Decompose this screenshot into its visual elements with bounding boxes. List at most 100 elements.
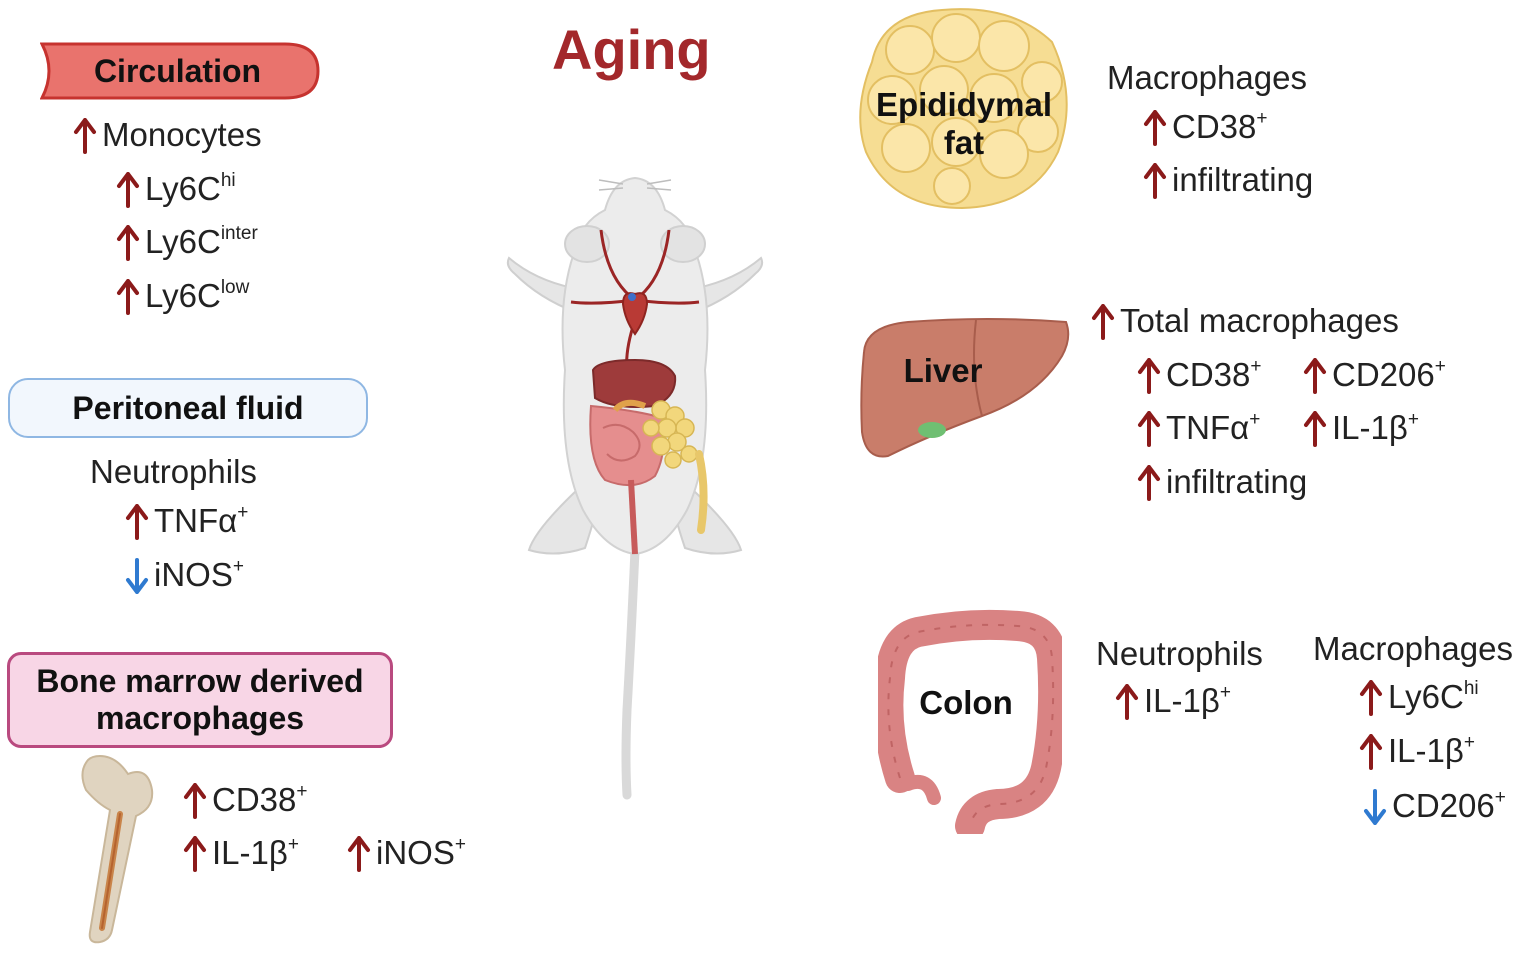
- item-sup: +: [1494, 787, 1506, 808]
- item-text: IL-1β+: [212, 834, 299, 871]
- circulation-banner: Circulation: [39, 42, 320, 100]
- up-arrow-icon: [1136, 358, 1162, 394]
- up-arrow-icon: [1136, 411, 1162, 447]
- up-arrow-icon: [182, 783, 208, 819]
- fat-tissue-icon: [859, 8, 1068, 210]
- peritoneal-cell: Neutrophils: [90, 453, 257, 490]
- item-text: IL-1β+: [1332, 409, 1419, 446]
- circulation-banner-shape: [39, 42, 320, 100]
- fat-label-line2: fat: [943, 123, 985, 161]
- colon-neutrophils-item-0: IL-1β+: [1114, 682, 1231, 720]
- bmdm-item-1: IL-1β+: [182, 834, 299, 872]
- liver-icon: [860, 318, 1070, 458]
- item-text: CD206+: [1392, 787, 1506, 824]
- item-text: IL-1β+: [1144, 682, 1231, 719]
- item-sup: hi: [220, 170, 236, 191]
- up-arrow-icon: [72, 118, 98, 154]
- peritoneal-label: Peritoneal fluid: [8, 378, 368, 438]
- item-sup: +: [1256, 108, 1268, 129]
- up-arrow-icon: [115, 279, 141, 315]
- up-arrow-icon: [124, 504, 150, 540]
- item-text: CD38+: [1172, 108, 1268, 145]
- up-arrow-icon: [346, 836, 372, 872]
- circulation-item-0: Monocytes: [72, 118, 262, 154]
- bmdm-item-2: iNOS+: [346, 834, 466, 872]
- colon-macrophages-item-0: Ly6Chi: [1358, 678, 1479, 716]
- item-sup: +: [232, 556, 244, 577]
- item-sup: +: [454, 834, 466, 855]
- bmdm-label-line1: Bone marrow derived: [36, 663, 364, 700]
- item-sup: inter: [220, 223, 258, 244]
- page-title: Aging: [552, 18, 711, 81]
- item-sup: +: [287, 834, 299, 855]
- colon-label: Colon: [919, 684, 1013, 721]
- colon-macrophages-item-2: CD206+: [1362, 787, 1506, 825]
- item-sup: hi: [1463, 678, 1479, 699]
- item-text: Ly6Clow: [145, 277, 250, 314]
- item-text: Monocytes: [102, 116, 262, 153]
- liver-item-3: TNFα+: [1136, 409, 1261, 447]
- liver-label: Liver: [903, 352, 983, 389]
- item-text: Ly6Cinter: [145, 223, 258, 260]
- item-text: CD38+: [1166, 356, 1262, 393]
- item-sup: +: [1250, 356, 1262, 377]
- circulation-label: Circulation: [93, 52, 262, 89]
- up-arrow-icon: [115, 172, 141, 208]
- item-sup: +: [1434, 356, 1446, 377]
- peritoneal-item-0: TNFα+: [124, 502, 249, 540]
- item-sup: +: [1407, 409, 1419, 430]
- colon-macrophages-cell: Macrophages: [1313, 630, 1513, 667]
- circulation-item-3: Ly6Clow: [115, 277, 250, 315]
- colon-icon: [878, 609, 1062, 834]
- bmdm-label: Bone marrow derived macrophages: [7, 652, 393, 748]
- up-arrow-icon: [1358, 734, 1384, 770]
- fat-label: Epididymal fat: [858, 86, 1070, 162]
- item-sup: low: [220, 277, 250, 298]
- item-text: CD206+: [1332, 356, 1446, 393]
- item-text: TNFα+: [1166, 409, 1261, 446]
- liver-item-2: CD206+: [1302, 356, 1446, 394]
- up-arrow-icon: [1358, 680, 1384, 716]
- up-arrow-icon: [1136, 465, 1162, 501]
- item-sup: +: [1463, 732, 1475, 753]
- item-text: iNOS+: [376, 834, 466, 871]
- item-sup: +: [237, 502, 249, 523]
- liver-item-1: CD38+: [1136, 356, 1262, 394]
- peritoneal-item-1: iNOS+: [124, 556, 244, 594]
- liver-item-5: infiltrating: [1136, 465, 1307, 501]
- up-arrow-icon: [182, 836, 208, 872]
- fat-label-line1: Epididymal: [875, 86, 1053, 123]
- up-arrow-icon: [115, 225, 141, 261]
- item-text: TNFα+: [154, 502, 249, 539]
- item-text: CD38+: [212, 781, 308, 818]
- circulation-item-1: Ly6Chi: [115, 170, 236, 208]
- up-arrow-icon: [1142, 110, 1168, 146]
- up-arrow-icon: [1142, 163, 1168, 199]
- down-arrow-icon: [1362, 789, 1388, 825]
- up-arrow-icon: [1090, 304, 1116, 340]
- liver-item-4: IL-1β+: [1302, 409, 1419, 447]
- colon-neutrophils-cell: Neutrophils: [1096, 635, 1263, 672]
- down-arrow-icon: [124, 558, 150, 594]
- item-text: infiltrating: [1172, 161, 1314, 198]
- item-text: iNOS+: [154, 556, 244, 593]
- bmdm-item-0: CD38+: [182, 781, 308, 819]
- item-text: Total macrophages: [1120, 302, 1399, 339]
- fat-item-1: infiltrating: [1142, 163, 1313, 199]
- colon-macrophages-item-1: IL-1β+: [1358, 732, 1475, 770]
- bmdm-label-line2: macrophages: [95, 700, 305, 736]
- fat-item-0: CD38+: [1142, 108, 1268, 146]
- circulation-item-2: Ly6Cinter: [115, 223, 258, 261]
- bone-icon: [81, 754, 154, 944]
- item-sup: +: [1249, 409, 1261, 430]
- up-arrow-icon: [1114, 684, 1140, 720]
- item-text: IL-1β+: [1388, 732, 1475, 769]
- up-arrow-icon: [1302, 358, 1328, 394]
- item-text: infiltrating: [1166, 463, 1308, 500]
- item-text: Ly6Chi: [145, 170, 236, 207]
- item-sup: +: [1219, 682, 1231, 703]
- item-text: Ly6Chi: [1388, 678, 1479, 715]
- item-sup: +: [296, 781, 308, 802]
- fat-cell: Macrophages: [1107, 59, 1307, 96]
- mouse-illustration: [506, 176, 764, 800]
